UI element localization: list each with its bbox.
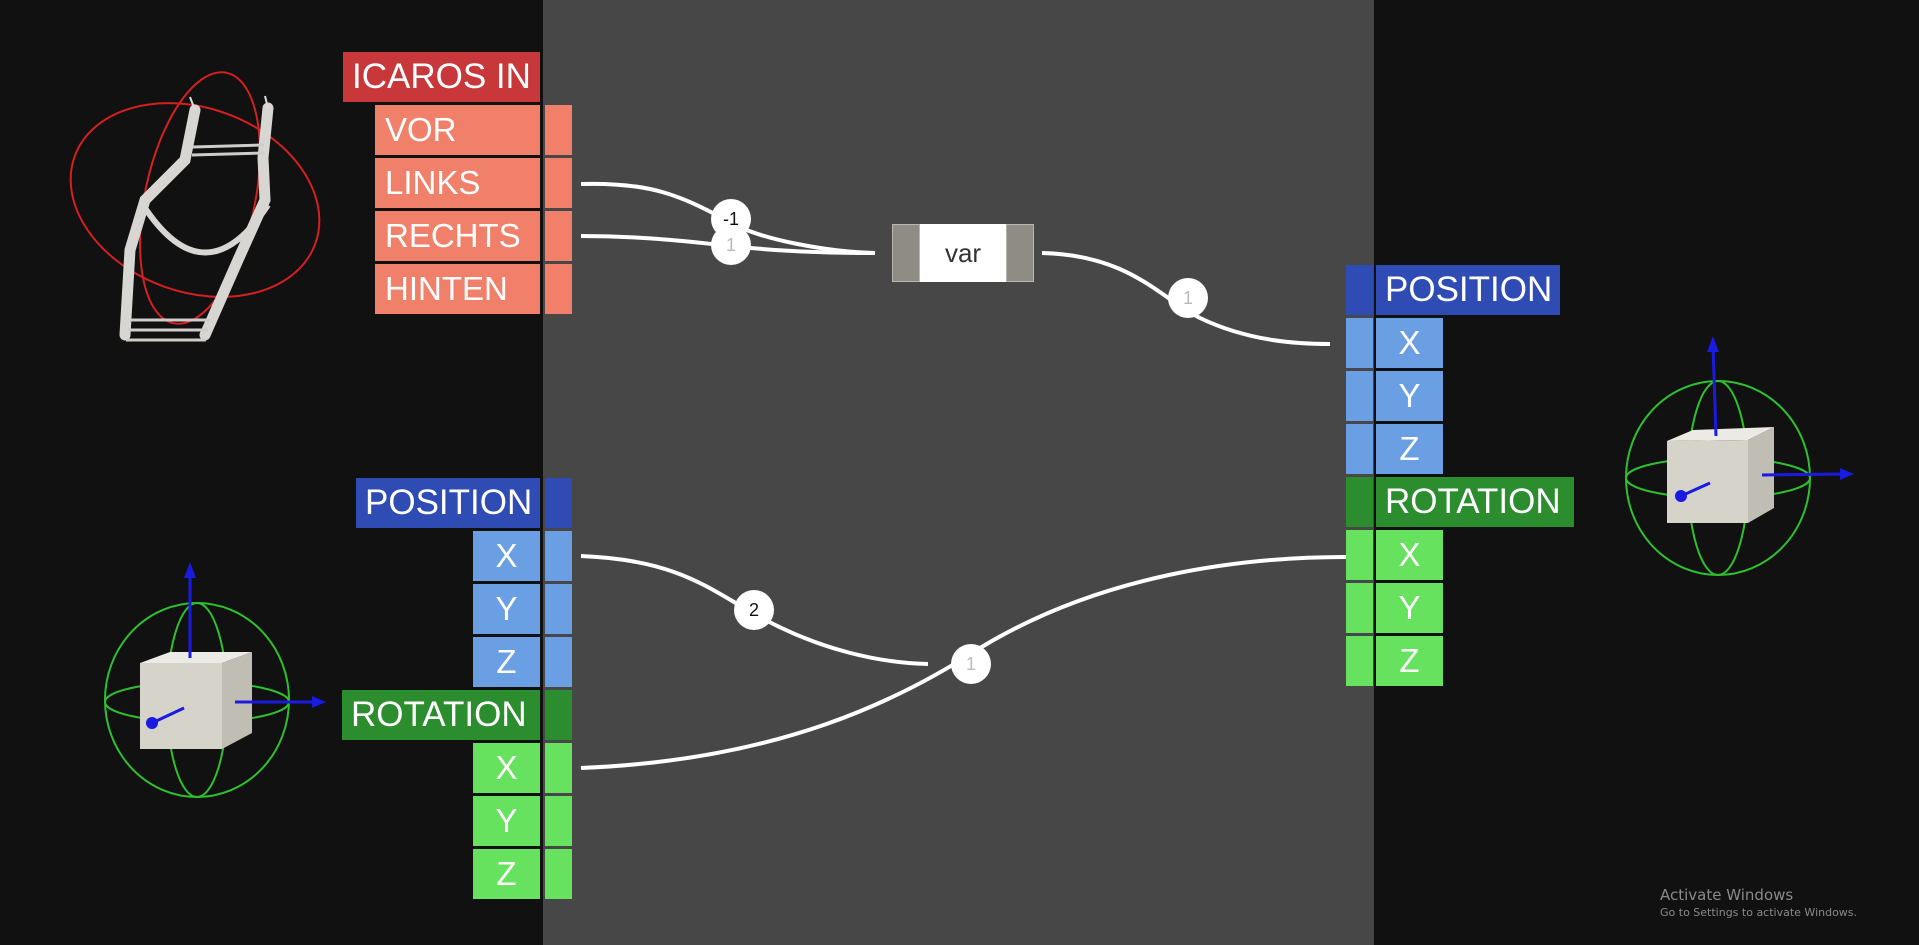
badge-var-position-label: 1: [1183, 288, 1193, 308]
left-rotation-z[interactable]: Z: [473, 849, 540, 899]
right-rotation-x-port[interactable]: [1346, 530, 1373, 580]
badge-rotation-x-label: 1: [966, 654, 976, 674]
icaros-port-vor[interactable]: [545, 105, 572, 155]
right-rotation-y[interactable]: Y: [1376, 583, 1443, 633]
left-rotation-y-port[interactable]: [545, 796, 572, 846]
var-node[interactable]: var: [892, 224, 1034, 282]
left-position-x-port[interactable]: [545, 531, 572, 581]
right-position-port[interactable]: [1346, 265, 1373, 315]
watermark-title: Activate Windows: [1660, 886, 1794, 904]
icaros-item-rechts[interactable]: RECHTS: [375, 211, 540, 261]
left-position-header[interactable]: POSITION: [356, 478, 540, 528]
right-rotation-x[interactable]: X: [1376, 530, 1443, 580]
icaros-item-vor[interactable]: VOR: [375, 105, 540, 155]
left-rotation-x[interactable]: X: [473, 743, 540, 793]
icaros-in-header[interactable]: ICAROS IN: [343, 52, 540, 102]
right-position-x-port[interactable]: [1346, 318, 1373, 368]
right-position-x[interactable]: X: [1376, 318, 1443, 368]
badge-links-label: -1: [723, 209, 739, 229]
badge-position-x-label: 2: [749, 600, 759, 620]
left-rotation-z-port[interactable]: [545, 849, 572, 899]
var-node-label: var: [920, 224, 1006, 282]
icaros-item-hinten[interactable]: HINTEN: [375, 264, 540, 314]
input-object-gizmo-icon: [104, 562, 326, 798]
watermark-subtitle: Go to Settings to activate Windows.: [1660, 906, 1858, 919]
badge-rechts-multiplier[interactable]: 1: [711, 225, 751, 265]
icaros-port-hinten[interactable]: [545, 264, 572, 314]
right-position-y[interactable]: Y: [1376, 371, 1443, 421]
right-rotation-header[interactable]: ROTATION: [1376, 477, 1574, 527]
badge-var-position-multiplier[interactable]: 1: [1168, 278, 1208, 318]
badge-position-x-multiplier[interactable]: 2: [734, 590, 774, 630]
output-object-gizmo-icon: [1625, 336, 1854, 576]
badge-rechts-label: 1: [726, 235, 736, 255]
icaros-device-icon: [69, 71, 321, 342]
icaros-port-rechts[interactable]: [545, 211, 572, 261]
left-rotation-y[interactable]: Y: [473, 796, 540, 846]
right-position-z-port[interactable]: [1346, 424, 1373, 474]
right-rotation-port[interactable]: [1346, 477, 1373, 527]
right-rotation-z[interactable]: Z: [1376, 636, 1443, 686]
left-rotation-header[interactable]: ROTATION: [342, 690, 540, 740]
activate-windows-watermark: Activate Windows Go to Settings to activ…: [1660, 886, 1857, 919]
left-position-y[interactable]: Y: [473, 584, 540, 634]
badge-rotation-x-multiplier[interactable]: 1: [951, 644, 991, 684]
left-rotation-x-port[interactable]: [545, 743, 572, 793]
left-position-z[interactable]: Z: [473, 637, 540, 687]
left-position-port[interactable]: [545, 478, 572, 528]
var-node-output-handle[interactable]: [1006, 224, 1034, 282]
left-rotation-port[interactable]: [545, 690, 572, 740]
right-rotation-z-port[interactable]: [1346, 636, 1373, 686]
graph-panel[interactable]: [543, 0, 1374, 945]
right-rotation-y-port[interactable]: [1346, 583, 1373, 633]
icaros-port-links[interactable]: [545, 158, 572, 208]
left-position-x[interactable]: X: [473, 531, 540, 581]
right-position-header[interactable]: POSITION: [1376, 265, 1560, 315]
left-position-z-port[interactable]: [545, 637, 572, 687]
wire-var-to-position[interactable]: [1041, 251, 1331, 346]
right-position-y-port[interactable]: [1346, 371, 1373, 421]
right-position-z[interactable]: Z: [1376, 424, 1443, 474]
var-node-input-handle[interactable]: [892, 224, 920, 282]
left-position-y-port[interactable]: [545, 584, 572, 634]
icaros-item-links[interactable]: LINKS: [375, 158, 540, 208]
